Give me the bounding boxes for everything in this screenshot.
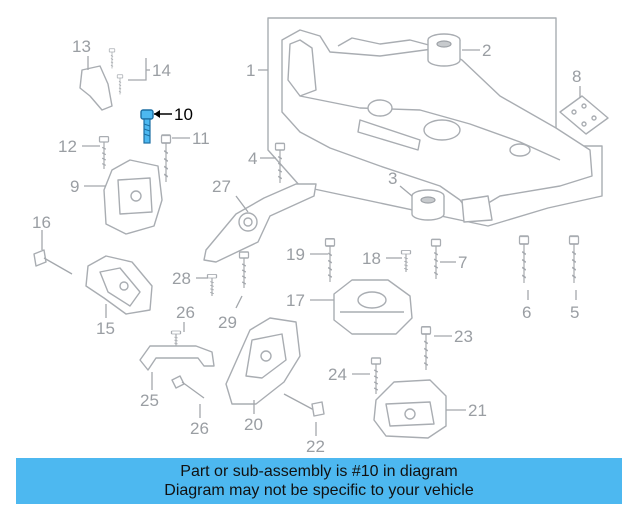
callout-21: 21 bbox=[468, 401, 487, 420]
callout-20: 20 bbox=[244, 415, 263, 434]
banner-line-2: Diagram may not be specific to your vehi… bbox=[164, 482, 474, 499]
part-6-bolt bbox=[518, 235, 530, 284]
callout-25: 25 bbox=[140, 391, 159, 410]
part-2-mount bbox=[427, 33, 461, 67]
callout-24: 24 bbox=[328, 365, 347, 384]
part-23-bolt bbox=[420, 325, 432, 371]
info-banner: Part or sub-assembly is #10 in diagram D… bbox=[16, 458, 622, 504]
callout-8: 8 bbox=[572, 67, 581, 86]
subframe bbox=[267, 17, 603, 227]
callout-4: 4 bbox=[248, 149, 257, 168]
callout-10: 10 bbox=[174, 105, 193, 124]
callout-7: 7 bbox=[458, 253, 467, 272]
part-20-bracket bbox=[225, 317, 301, 405]
callout-28: 28 bbox=[172, 269, 191, 288]
callout-6: 6 bbox=[522, 303, 531, 322]
part-12-bolt bbox=[98, 135, 110, 170]
callout-12: 12 bbox=[58, 137, 77, 156]
leader-lines bbox=[41, 49, 581, 436]
part-29-bolt bbox=[238, 251, 250, 289]
banner-line-1: Part or sub-assembly is #10 in diagram bbox=[180, 463, 458, 480]
part-5-bolt bbox=[568, 235, 580, 284]
part-9-mount bbox=[103, 159, 163, 235]
part-15-bracket bbox=[85, 255, 153, 315]
callouts: 1 2 8 13 14 10 11 12 4 3 9 27 16 19 18 7… bbox=[32, 37, 581, 456]
part-3-mount bbox=[411, 189, 445, 221]
callout-27: 27 bbox=[212, 177, 231, 196]
part-13-bracket bbox=[79, 48, 124, 111]
part-19-bolt bbox=[324, 237, 336, 283]
callout-18: 18 bbox=[362, 249, 381, 268]
callout-9: 9 bbox=[70, 177, 79, 196]
part-18-bolt bbox=[400, 249, 412, 273]
callout-29: 29 bbox=[218, 313, 237, 332]
callout-22: 22 bbox=[306, 437, 325, 456]
callout-13: 13 bbox=[72, 37, 91, 56]
callout-26-upper: 26 bbox=[176, 303, 195, 322]
part-16-bolt bbox=[33, 249, 73, 275]
part-26-bolt-lower bbox=[171, 375, 205, 399]
callout-14: 14 bbox=[152, 61, 171, 80]
callout-16: 16 bbox=[32, 213, 51, 232]
callout-19: 19 bbox=[286, 245, 305, 264]
callout-5: 5 bbox=[570, 303, 579, 322]
part-24-bolt bbox=[370, 357, 382, 395]
callout-23: 23 bbox=[454, 327, 473, 346]
callout-17: 17 bbox=[286, 291, 305, 310]
part-17-mount bbox=[333, 279, 413, 335]
part-25-arm bbox=[139, 345, 215, 371]
part-10-bolt bbox=[140, 109, 154, 144]
part-22-bolt bbox=[283, 393, 325, 417]
callout-3-unlabeled: 3 bbox=[388, 169, 397, 188]
leader-10 bbox=[154, 110, 172, 118]
callout-1: 1 bbox=[246, 61, 255, 80]
part-7-bolt bbox=[430, 238, 442, 280]
part-8-plate bbox=[559, 95, 609, 135]
callout-2: 2 bbox=[482, 41, 491, 60]
part-4-bolt bbox=[274, 142, 286, 184]
part-11-bolt bbox=[160, 134, 172, 183]
part-28-bolt bbox=[206, 273, 218, 297]
part-21-mount bbox=[373, 379, 447, 439]
callout-11: 11 bbox=[192, 129, 210, 148]
part-27-link bbox=[203, 183, 317, 263]
callout-15: 15 bbox=[96, 319, 115, 338]
callout-26-lower: 26 bbox=[190, 419, 209, 438]
